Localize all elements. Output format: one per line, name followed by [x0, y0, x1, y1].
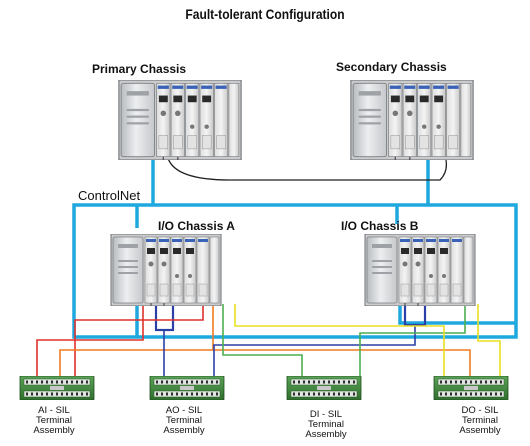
terminal-board-ao — [149, 376, 225, 400]
wire-red-2 — [74, 304, 204, 377]
terminal-label-line: AI - SIL — [38, 405, 70, 416]
terminal-board-ai — [19, 376, 95, 400]
io-chassis-b-label: I/O Chassis B — [341, 219, 419, 233]
wire-yellow-a — [234, 304, 445, 377]
controlnet-label: ControlNet — [78, 188, 141, 203]
secondary-chassis — [350, 80, 474, 160]
terminal-label-line: Assembly — [305, 429, 347, 440]
terminal-label-line: DI - SIL — [309, 409, 343, 420]
terminal-label-line: AO - SIL — [165, 405, 203, 416]
terminal-label-line: Terminal — [462, 415, 498, 426]
terminal-board-do — [433, 376, 509, 400]
wire-orange-b — [214, 349, 471, 377]
primary-chassis-label: Primary Chassis — [92, 62, 187, 76]
secondary-chassis-label: Secondary Chassis — [336, 60, 447, 74]
wire-green-a — [222, 304, 303, 377]
terminal-label-line: Assembly — [33, 425, 75, 436]
io-chassis-a — [110, 234, 222, 306]
terminal-board-di — [286, 376, 362, 400]
terminal-label-line: Terminal — [308, 419, 344, 430]
terminal-label-ai: AI - SIL Terminal Assembly — [14, 406, 94, 436]
wire-orange-a — [59, 304, 214, 377]
wire-green-b — [359, 304, 466, 377]
terminal-label-ao: AO - SIL Terminal Assembly — [144, 406, 224, 436]
redundancy-link — [167, 157, 448, 181]
wire-yellow-b — [477, 304, 501, 377]
diagram-title: Fault-tolerant Configuration — [185, 6, 345, 22]
terminal-label-line: Assembly — [459, 425, 501, 436]
terminal-label-line: Terminal — [166, 415, 202, 426]
io-chassis-b — [364, 234, 476, 306]
terminal-label-line: Assembly — [163, 425, 205, 436]
terminal-label-do: DO - SIL Terminal Assembly — [440, 406, 520, 436]
wire-blue-b — [213, 325, 416, 377]
primary-chassis — [118, 80, 242, 160]
terminal-label-di: DI - SIL Terminal Assembly — [286, 410, 366, 440]
terminal-label-line: Terminal — [36, 415, 72, 426]
terminal-label-line: DO - SIL — [461, 405, 499, 416]
wire-red-1 — [36, 304, 144, 377]
io-chassis-a-label: I/O Chassis A — [158, 219, 235, 233]
controlnet-cable — [72, 158, 518, 339]
